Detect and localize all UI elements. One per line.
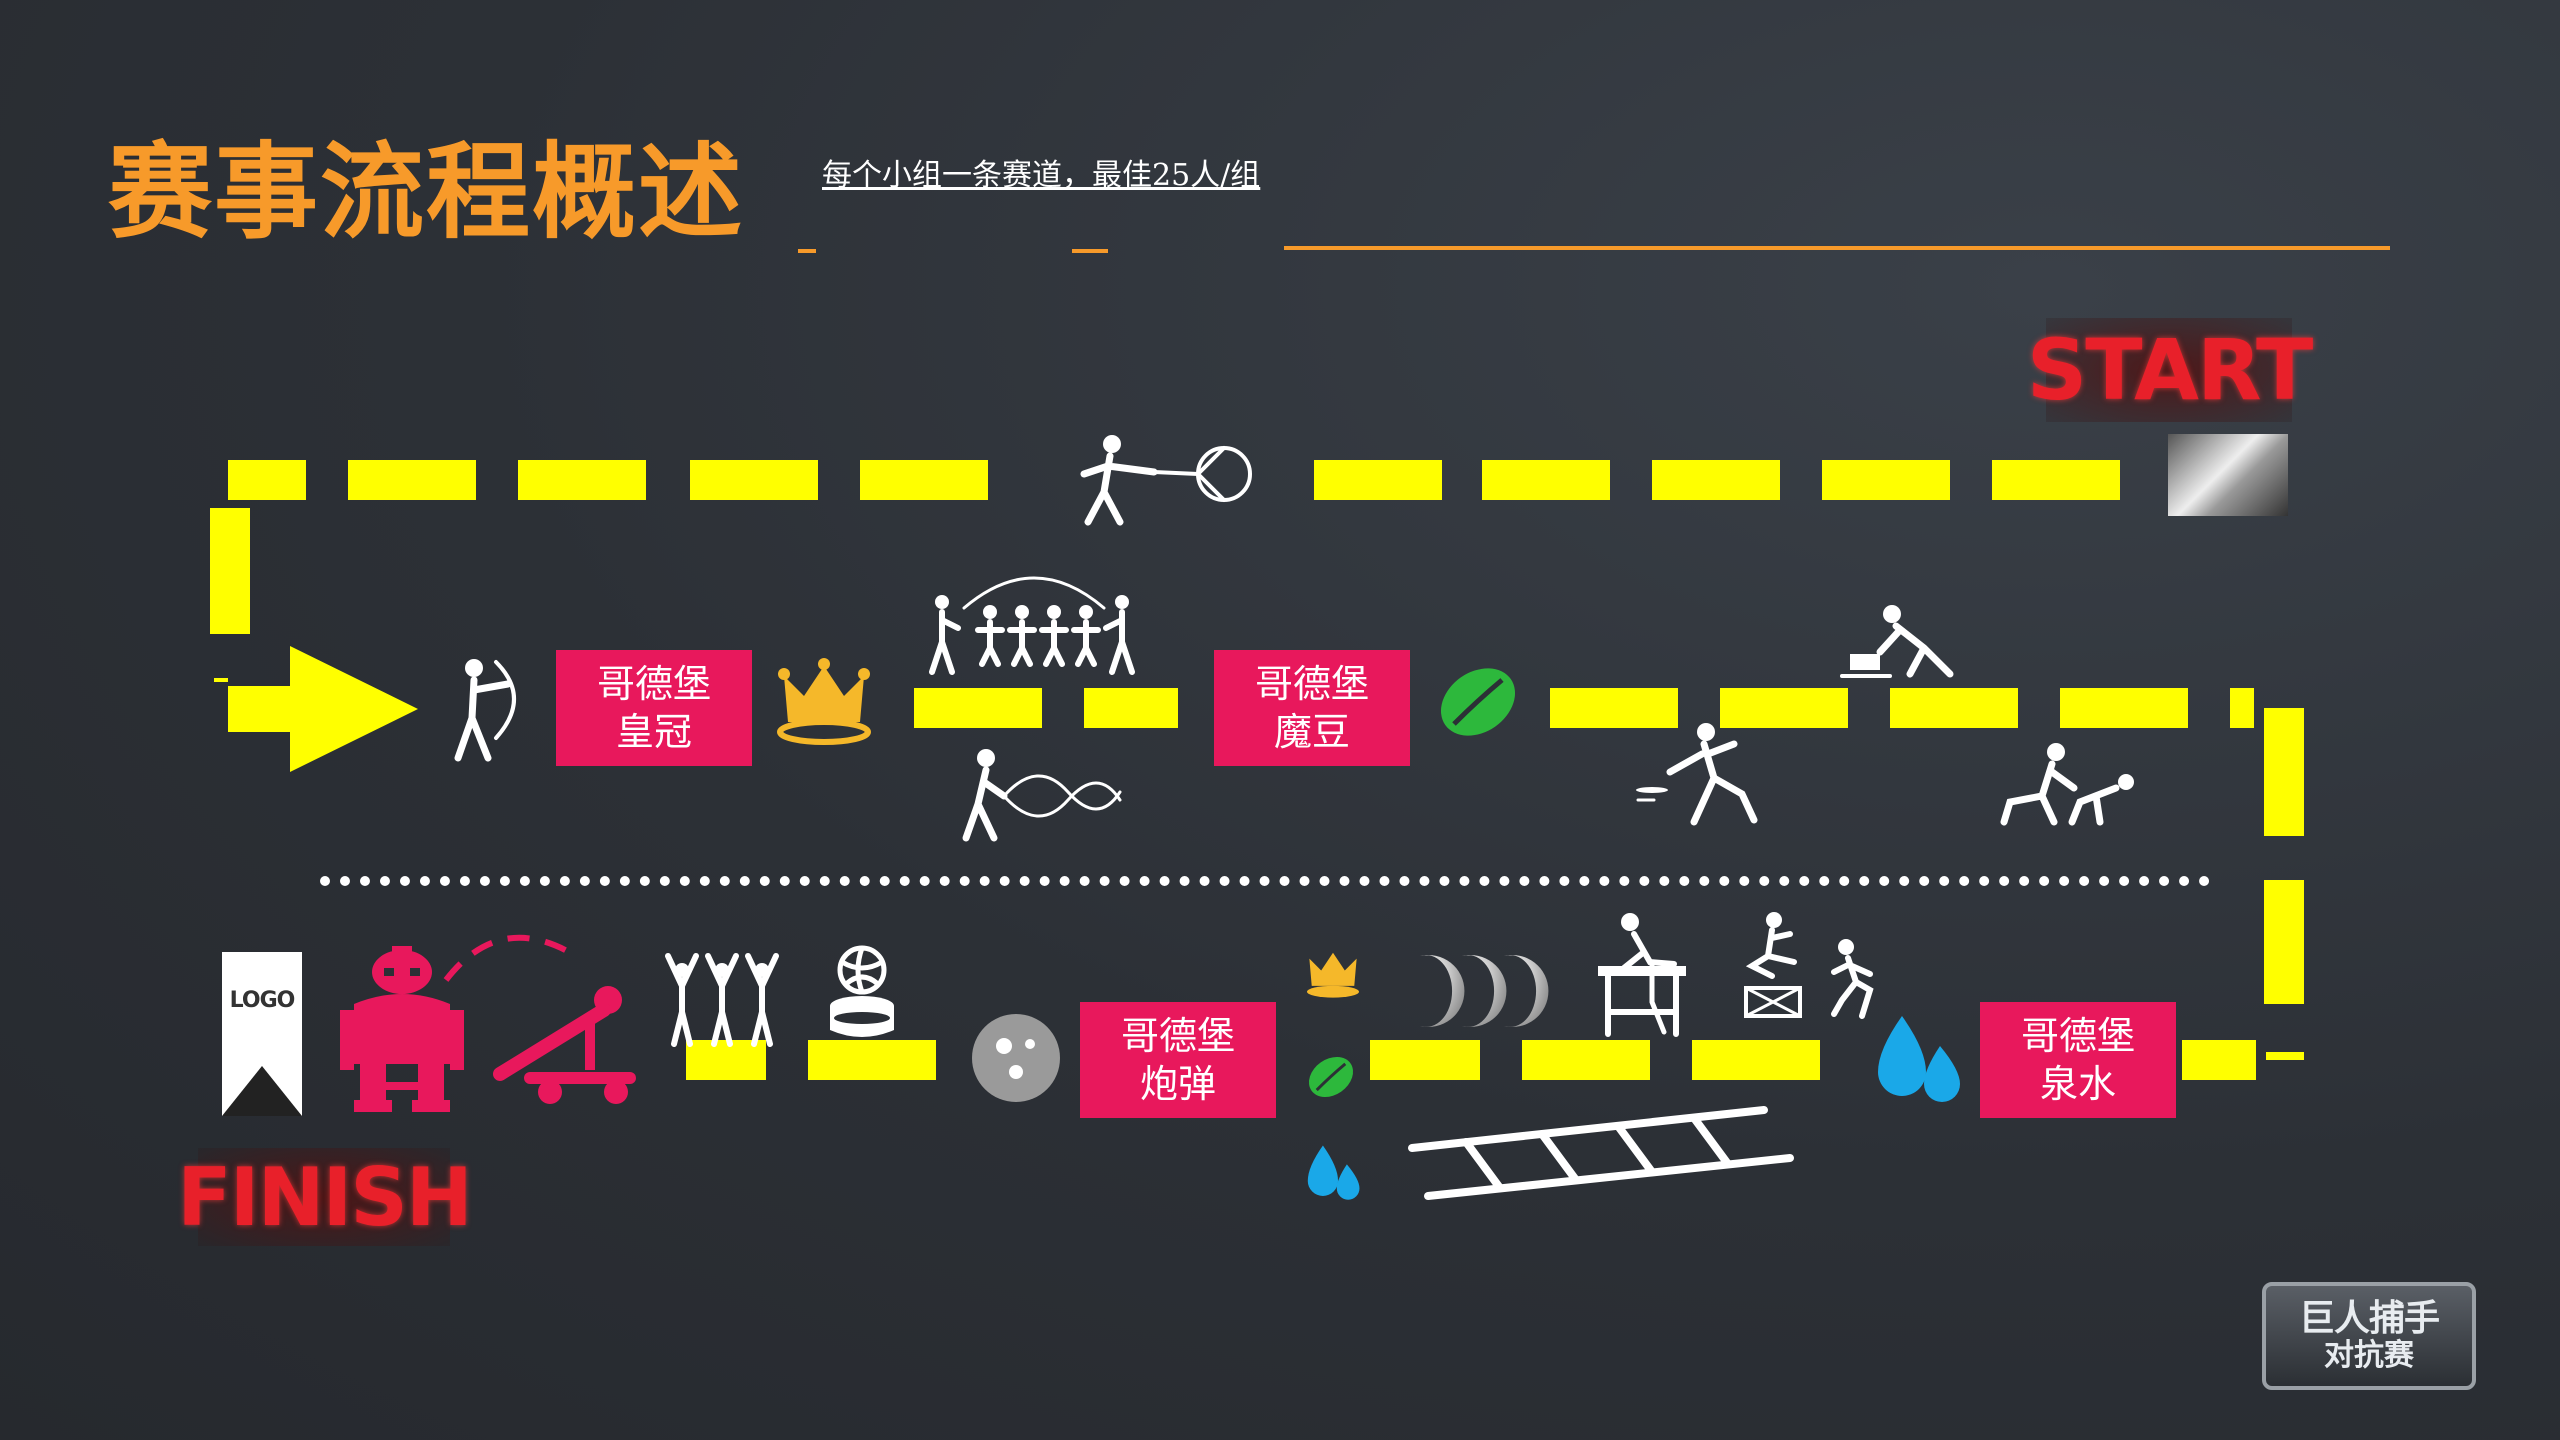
station-cannonball: 哥德堡 炮弹 — [1080, 1002, 1276, 1118]
crawl-push-icon — [2000, 743, 2134, 826]
direction-arrow-icon — [228, 646, 418, 772]
track-segment — [690, 460, 818, 500]
mountain-icon — [222, 1066, 302, 1116]
table-climb-icon — [1598, 913, 1686, 1037]
cheering-group-icon — [665, 953, 779, 1047]
tug-rope-icon — [1080, 435, 1252, 526]
track-segment — [1652, 460, 1780, 500]
track-segment — [228, 460, 306, 500]
station-line1: 哥德堡 — [2020, 1014, 2135, 1058]
track-segment — [210, 508, 250, 634]
brand-logo-line2: 对抗赛 — [2324, 1338, 2414, 1373]
frisbee-throw-icon — [1636, 723, 1758, 826]
station-line1: 哥德堡 — [1254, 662, 1369, 706]
catapult-icon — [443, 934, 636, 1104]
track-segment — [860, 460, 988, 500]
brand-logo: 巨人捕手 对抗赛 — [2262, 1282, 2476, 1390]
track-segment — [1822, 460, 1950, 500]
station-line1: 哥德堡 — [596, 662, 711, 706]
moon-phases-icon — [1420, 955, 1549, 1027]
track-segment — [808, 1040, 936, 1080]
station-line2: 炮弹 — [1139, 1062, 1216, 1106]
station-line2: 泉水 — [2039, 1062, 2116, 1106]
start-photo — [2168, 434, 2288, 516]
jump-rope-group-icon — [929, 576, 1135, 675]
runner-icon — [1831, 939, 1874, 1019]
bean-small-icon — [1308, 1056, 1354, 1098]
brand-logo-line1: 巨人捕手 — [2298, 1298, 2440, 1339]
station-line1: 哥德堡 — [1120, 1014, 1235, 1058]
cannonball-icon — [972, 1014, 1060, 1102]
track-segment — [2264, 708, 2304, 836]
track-segment — [214, 678, 228, 682]
track-segment — [1084, 688, 1178, 728]
robot-giant-icon — [340, 946, 464, 1112]
logo-placeholder: LOGO — [222, 952, 302, 1116]
track-segment — [2264, 880, 2304, 1004]
track-segment — [2182, 1040, 2256, 1080]
crown-icon — [777, 658, 871, 745]
archer-icon — [454, 659, 516, 762]
station-line2: 魔豆 — [1273, 710, 1350, 754]
track-segment — [1482, 460, 1610, 500]
track-segment — [1314, 460, 1442, 500]
track-segment — [914, 688, 1042, 728]
track-segment — [518, 460, 646, 500]
title-underline-long — [1284, 246, 2390, 250]
rope-wave-icon — [962, 749, 1122, 842]
bean-icon — [1440, 668, 1516, 736]
track-segment — [1692, 1040, 1820, 1080]
start-label: START — [2026, 321, 2313, 419]
track-segment — [1522, 1040, 1650, 1080]
ladder-icon — [1408, 1106, 1794, 1200]
page-title: 赛事流程概述 — [108, 131, 745, 253]
start-badge: START — [2027, 318, 2313, 422]
track-segment — [2230, 688, 2254, 728]
track-segment — [1890, 688, 2018, 728]
crown-small-icon — [1307, 952, 1359, 998]
logo-placeholder-label: LOGO — [229, 988, 296, 1013]
station-bean: 哥德堡 魔豆 — [1214, 650, 1410, 766]
track-segment — [348, 460, 476, 500]
finish-badge: FINISH — [177, 1148, 473, 1246]
box-jump-icon — [1744, 912, 1802, 1018]
track-segment — [1992, 460, 2120, 500]
page-subtitle: 每个小组一条赛道，最佳25人/组 — [822, 158, 1261, 193]
station-line2: 皇冠 — [615, 710, 692, 754]
ball-basket-icon — [830, 945, 894, 1037]
track-segment — [1720, 688, 1848, 728]
sled-push-icon — [1840, 605, 1954, 678]
lane-separator — [320, 876, 2210, 886]
title-underline-short-1 — [798, 249, 816, 253]
title-underline-short-2 — [1072, 249, 1108, 253]
track-segment — [1550, 688, 1678, 728]
station-crown: 哥德堡 皇冠 — [556, 650, 752, 766]
water-drop-small-icon — [1307, 1145, 1360, 1200]
track-segment — [1370, 1040, 1480, 1080]
finish-label: FINISH — [177, 1150, 473, 1244]
track-segment — [2060, 688, 2188, 728]
station-spring: 哥德堡 泉水 — [1980, 1002, 2176, 1118]
water-drop-icon — [1878, 1016, 1960, 1102]
track-segment — [2266, 1052, 2304, 1060]
